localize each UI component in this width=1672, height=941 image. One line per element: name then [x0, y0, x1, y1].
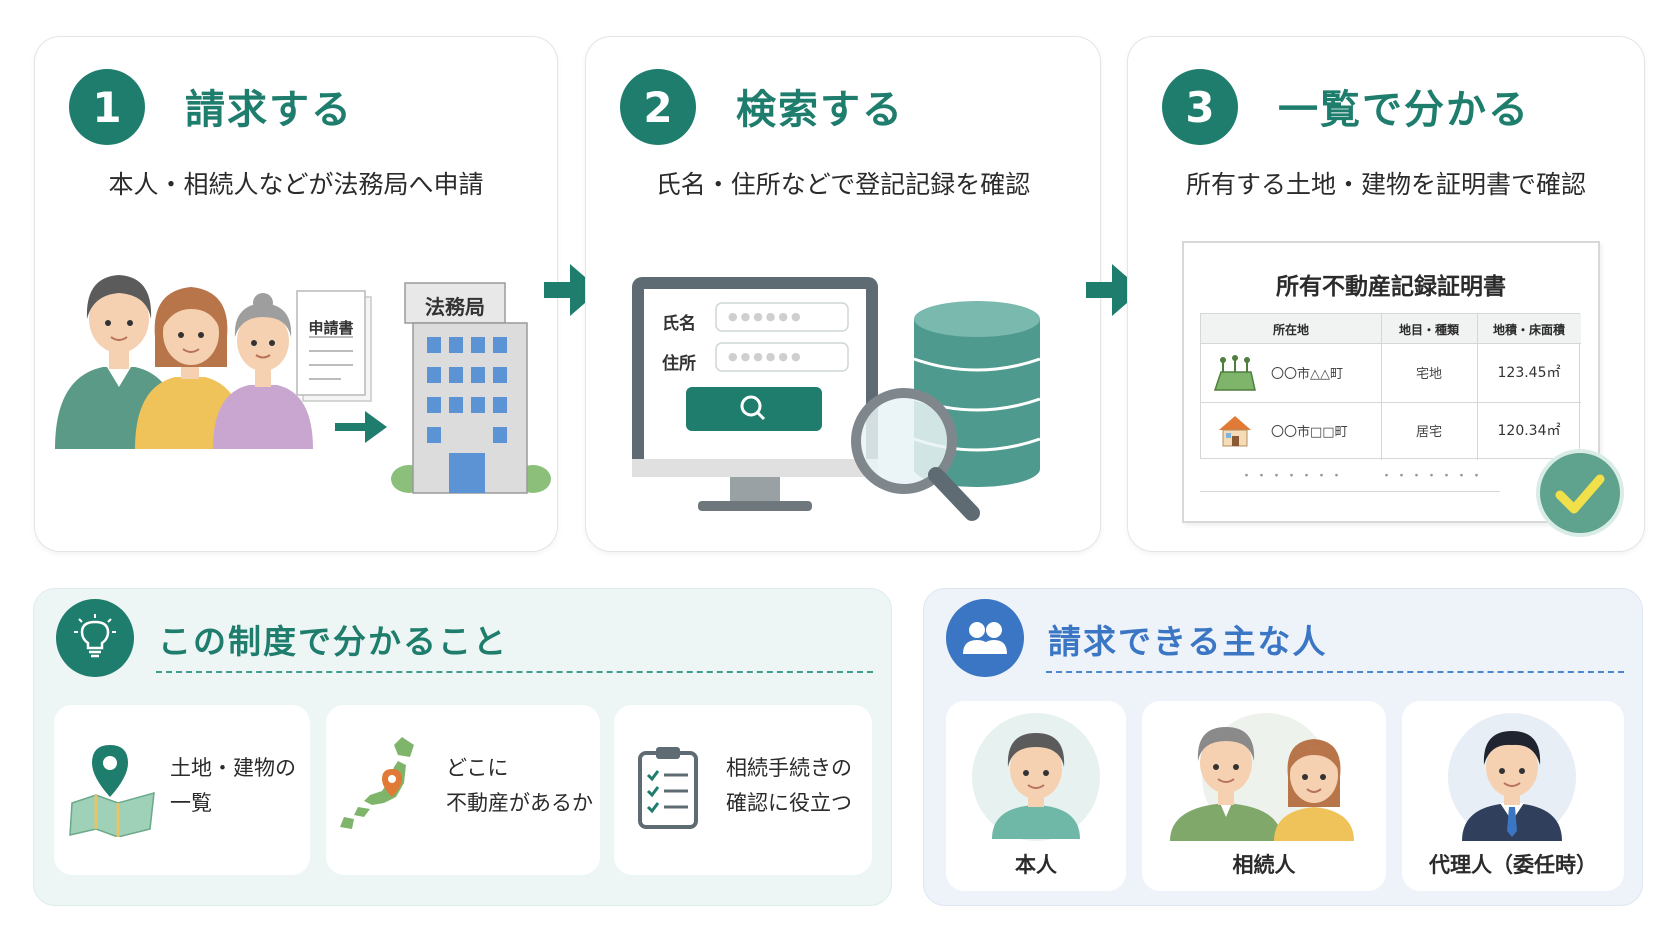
benefit-text: 相続手続きの確認に役立つ — [726, 756, 852, 815]
step-number-badge: 2 — [620, 69, 696, 145]
family-applying-illustration — [55, 275, 551, 494]
requesters-title: 請求できる主な人 — [1048, 622, 1328, 661]
more-rows-indicator: ・・・・・・・ — [1240, 469, 1346, 484]
address-field-label: 住所 — [662, 354, 696, 374]
magnifier-icon — [851, 388, 980, 521]
users-icon — [946, 599, 1024, 677]
heirs-avatar-icon — [1170, 713, 1354, 841]
certificate-table: 所在地 地目・種類 地積・床面積 〇〇市△△町 宅地 123.45㎡ 〇〇市□□… — [1200, 313, 1581, 460]
step-description: 本人・相続人などが法務局へ申請 — [108, 170, 484, 199]
search-computer-illustration — [632, 277, 1041, 521]
house-icon — [1219, 416, 1251, 447]
step-number-badge: 1 — [69, 69, 145, 145]
legal-affairs-bureau-building — [391, 282, 551, 494]
requester-card: 相続人 — [1142, 701, 1386, 891]
map-pin-icon — [69, 745, 155, 837]
building-label: 法務局 — [425, 295, 485, 319]
column-header: 地積・床面積 — [1492, 323, 1565, 337]
step-number-badge: 3 — [1162, 69, 1238, 145]
step-card-request: 1 請求する 本人・相続人などが法務局へ申請 — [34, 36, 558, 552]
agent-avatar-icon — [1448, 713, 1576, 841]
requester-card: 本人 — [946, 701, 1126, 891]
benefits-title: この制度で分かること — [158, 622, 508, 661]
more-rows-indicator: ・・・・・・・ — [1380, 469, 1486, 484]
step-card-search: 2 検索する 氏名・住所などで登記記録を確認 氏名 住所 — [585, 36, 1101, 552]
step-title: 請求する — [185, 87, 353, 133]
benefit-card: どこに不動産があるか — [326, 705, 600, 875]
row-type: 宅地 — [1415, 367, 1442, 382]
step-card-list: 3 一覧で分かる 所有する土地・建物を証明書で確認 所有不動産記録証明書 所在地… — [1127, 36, 1645, 552]
property-certificate: 所有不動産記録証明書 所在地 地目・種類 地積・床面積 〇〇市△△町 宅地 12… — [1182, 241, 1600, 523]
elderly-woman-figure — [213, 293, 313, 449]
benefit-card: 相続手続きの確認に役立つ — [614, 705, 872, 875]
certificate-title: 所有不動産記録証明書 — [1276, 274, 1506, 300]
benefits-panel: この制度で分かること 土地・建物の一覧 どこに不動産があるか 相 — [33, 588, 892, 906]
row-area: 120.34㎡ — [1497, 423, 1561, 439]
step-title: 検索する — [736, 87, 904, 133]
check-badge-icon — [1536, 449, 1624, 537]
column-header: 地目・種類 — [1398, 323, 1459, 337]
benefit-text: 土地・建物の一覧 — [170, 756, 296, 815]
japan-map-icon — [340, 737, 414, 829]
row-location: 〇〇市□□町 — [1271, 425, 1348, 440]
column-header: 所在地 — [1272, 323, 1309, 337]
step-description: 氏名・住所などで登記記録を確認 — [655, 170, 1031, 199]
row-type: 居宅 — [1415, 425, 1442, 440]
address-field-value: ●●●●●● — [728, 350, 804, 363]
person-avatar-icon — [972, 713, 1100, 841]
requester-label: 相続人 — [1232, 853, 1296, 877]
name-field-value: ●●●●●● — [728, 310, 804, 323]
row-area: 123.45㎡ — [1497, 365, 1561, 381]
benefit-card: 土地・建物の一覧 — [54, 705, 310, 875]
application-form-icon — [296, 290, 372, 402]
requesters-panel: 請求できる主な人 本人 — [923, 588, 1643, 906]
step-title: 一覧で分かる — [1278, 87, 1530, 133]
application-form-label: 申請書 — [308, 319, 354, 337]
monitor-icon — [632, 277, 878, 511]
step-description: 所有する土地・建物を証明書で確認 — [1185, 170, 1586, 199]
benefit-text: どこに不動産があるか — [446, 756, 593, 815]
checklist-icon — [638, 747, 698, 829]
lightbulb-icon — [56, 599, 134, 677]
requester-label: 代理人（委任時） — [1429, 853, 1597, 877]
requester-card: 代理人（委任時） — [1402, 701, 1624, 891]
requester-label: 本人 — [1015, 853, 1057, 877]
land-icon — [1213, 355, 1256, 391]
submit-arrow-icon — [335, 411, 387, 443]
name-field-label: 氏名 — [662, 314, 696, 334]
row-location: 〇〇市△△町 — [1271, 367, 1343, 382]
